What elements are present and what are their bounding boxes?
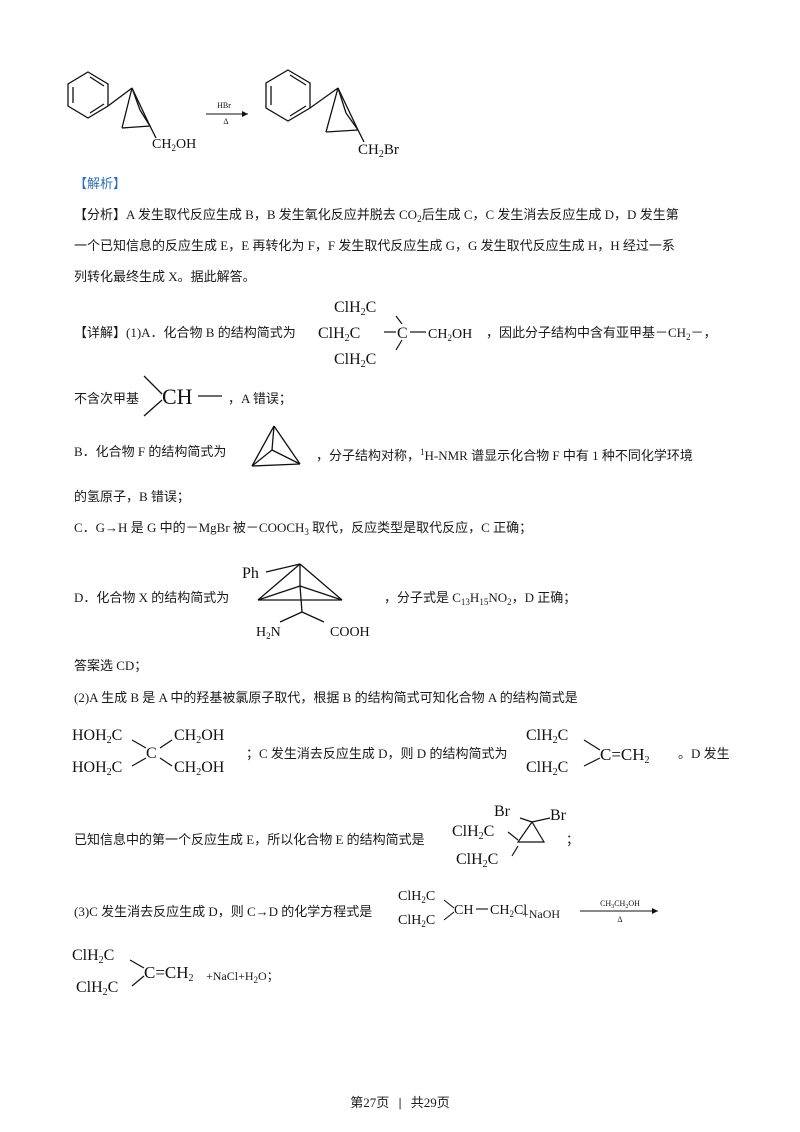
svg-text:ClH2C: ClH2C: [334, 351, 376, 370]
page-total: 共29页: [410, 1095, 450, 1110]
detail-d-prefix: D．化合物 X 的结构简式为: [74, 590, 230, 605]
product-benzene-ring: [265, 69, 311, 122]
detail-b-suffix: ，分子结构对称，1H-NMR 谱显示化合物 F 中有 1 种不同化学环境: [316, 447, 693, 463]
svg-text:ClH2C: ClH2C: [452, 823, 494, 842]
svg-text:CH2OH: CH2OH: [174, 759, 225, 778]
reactant-ch2oh-label: CH2OH: [152, 137, 196, 153]
top-reaction-scheme: CH2OH HBr Δ CH2Br: [67, 69, 399, 160]
compound-f-structure: [251, 425, 301, 467]
svg-text:HOH2C: HOH2C: [72, 727, 122, 746]
compound-e-structure: Br Br ClH2C ClH2C: [452, 803, 567, 870]
svg-text:COOH: COOH: [330, 625, 370, 640]
svg-text:Br: Br: [494, 803, 511, 820]
analysis-line-1: 【分析】A 发生取代反应生成 B，B 发生氧化反应并脱去 CO2后生成 C，C …: [74, 207, 679, 224]
compound-d-product-structure: ClH2C ClH2C C=CH2: [72, 947, 194, 998]
svg-text:ClH2C: ClH2C: [76, 979, 118, 998]
detail-a-line2-prefix: 不含次甲基: [74, 391, 140, 406]
detail-d-suffix: ，分子式是 C13H15NO2，D 正确；: [384, 590, 577, 607]
detail-c-line: C．G→H 是 G 中的－MgBr 被－COOCH3 取代，反应类型是取代反应，…: [74, 520, 533, 537]
svg-text:ClH2C: ClH2C: [318, 325, 360, 344]
svg-text:CH2OH: CH2OH: [428, 327, 472, 343]
compound-b-structure: ClH2C ClH2C ClH2C C CH2OH: [318, 299, 472, 370]
compound-c-structure: ClH2C ClH2C CH CH2Cl: [398, 889, 526, 929]
jiexi-label: 【解析】: [74, 176, 127, 191]
part2-e-prefix: 已知信息中的第一个反应生成 E，所以化合物 E 的结构简式是: [74, 832, 425, 847]
compound-d-structure: ClH2C ClH2C C=CH2: [526, 727, 650, 778]
detail-a-suffix: ，因此分子结构中含有亚甲基－CH2－，: [486, 325, 717, 342]
svg-text:ClH2C: ClH2C: [398, 889, 435, 905]
part2-mid-text: ；C 发生消去反应生成 D，则 D 的结构简式为: [246, 746, 508, 761]
analysis-line-3: 列转化最终生成 X。据此解答。: [74, 269, 256, 284]
svg-text:ClH2C: ClH2C: [72, 947, 114, 966]
svg-text:Ph: Ph: [242, 565, 259, 582]
svg-text:C=CH2: C=CH2: [144, 963, 194, 984]
svg-text:CH: CH: [454, 903, 473, 918]
svg-text:CH2Cl: CH2Cl: [490, 903, 526, 919]
compound-x-structure: Ph H2N COOH: [242, 563, 370, 641]
detail-b-line2: 的氢原子，B 错误；: [74, 489, 190, 504]
svg-text:ClH2C: ClH2C: [526, 727, 568, 746]
svg-text:ClH2C: ClH2C: [456, 851, 498, 870]
svg-text:CH: CH: [162, 384, 193, 409]
part3-prefix: (3)C 发生消去反应生成 D，则 C→D 的化学方程式是: [74, 904, 373, 919]
svg-text:ClH2C: ClH2C: [334, 299, 376, 318]
page-footer: 第27页 | 共29页: [0, 1092, 800, 1111]
svg-text:Br: Br: [550, 807, 567, 824]
product-bicyclo-cage: [309, 87, 365, 143]
analysis-line-2: 一个已知信息的反应生成 E，E 再转化为 F，F 发生取代反应生成 G，G 发生…: [74, 238, 675, 253]
part3-reaction-arrow: CH3CH2OH Δ: [580, 899, 658, 924]
svg-text:C: C: [397, 325, 408, 342]
svg-text:Δ: Δ: [617, 915, 622, 924]
compound-a-structure: HOH2C HOH2C C CH2OH CH2OH: [72, 727, 225, 778]
svg-text:HOH2C: HOH2C: [72, 759, 122, 778]
reactant-bicyclo-cage: [107, 87, 157, 139]
detail-a-prefix: 【详解】(1)A．化合物 B 的结构简式为: [74, 325, 296, 340]
reaction-condition-heat: Δ: [223, 117, 228, 126]
svg-text:C: C: [146, 745, 157, 762]
product-ch2br-label: CH2Br: [358, 142, 399, 160]
part2-line1: (2)A 生成 B 是 A 中的羟基被氯原子取代，根据 B 的结构简式可知化合物…: [74, 690, 578, 705]
detail-b-prefix: B．化合物 F 的结构简式为: [74, 444, 227, 459]
svg-text:CH2OH: CH2OH: [174, 727, 225, 746]
svg-text:C=CH2: C=CH2: [600, 745, 650, 766]
methine-group-structure: CH: [143, 375, 222, 417]
part3-naoh: +NaOH: [522, 907, 561, 921]
detail-a-line2-suffix: ，A 错误；: [228, 391, 292, 406]
svg-text:CH3CH2OH: CH3CH2OH: [600, 899, 640, 910]
reagent-hbr: HBr: [217, 101, 231, 110]
svg-text:ClH2C: ClH2C: [398, 913, 435, 929]
part2-end-text: 。D 发生: [678, 746, 730, 761]
part2-e-end: ；: [566, 832, 580, 847]
svg-text:ClH2C: ClH2C: [526, 759, 568, 778]
reactant-benzene-ring: [67, 71, 109, 119]
answer-line: 答案选 CD；: [74, 658, 148, 673]
page-number: 第27页: [350, 1095, 390, 1110]
part3-products: +NaCl+H2O；: [206, 969, 279, 985]
svg-text:H2N: H2N: [256, 625, 281, 641]
footer-separator: |: [398, 1095, 402, 1110]
